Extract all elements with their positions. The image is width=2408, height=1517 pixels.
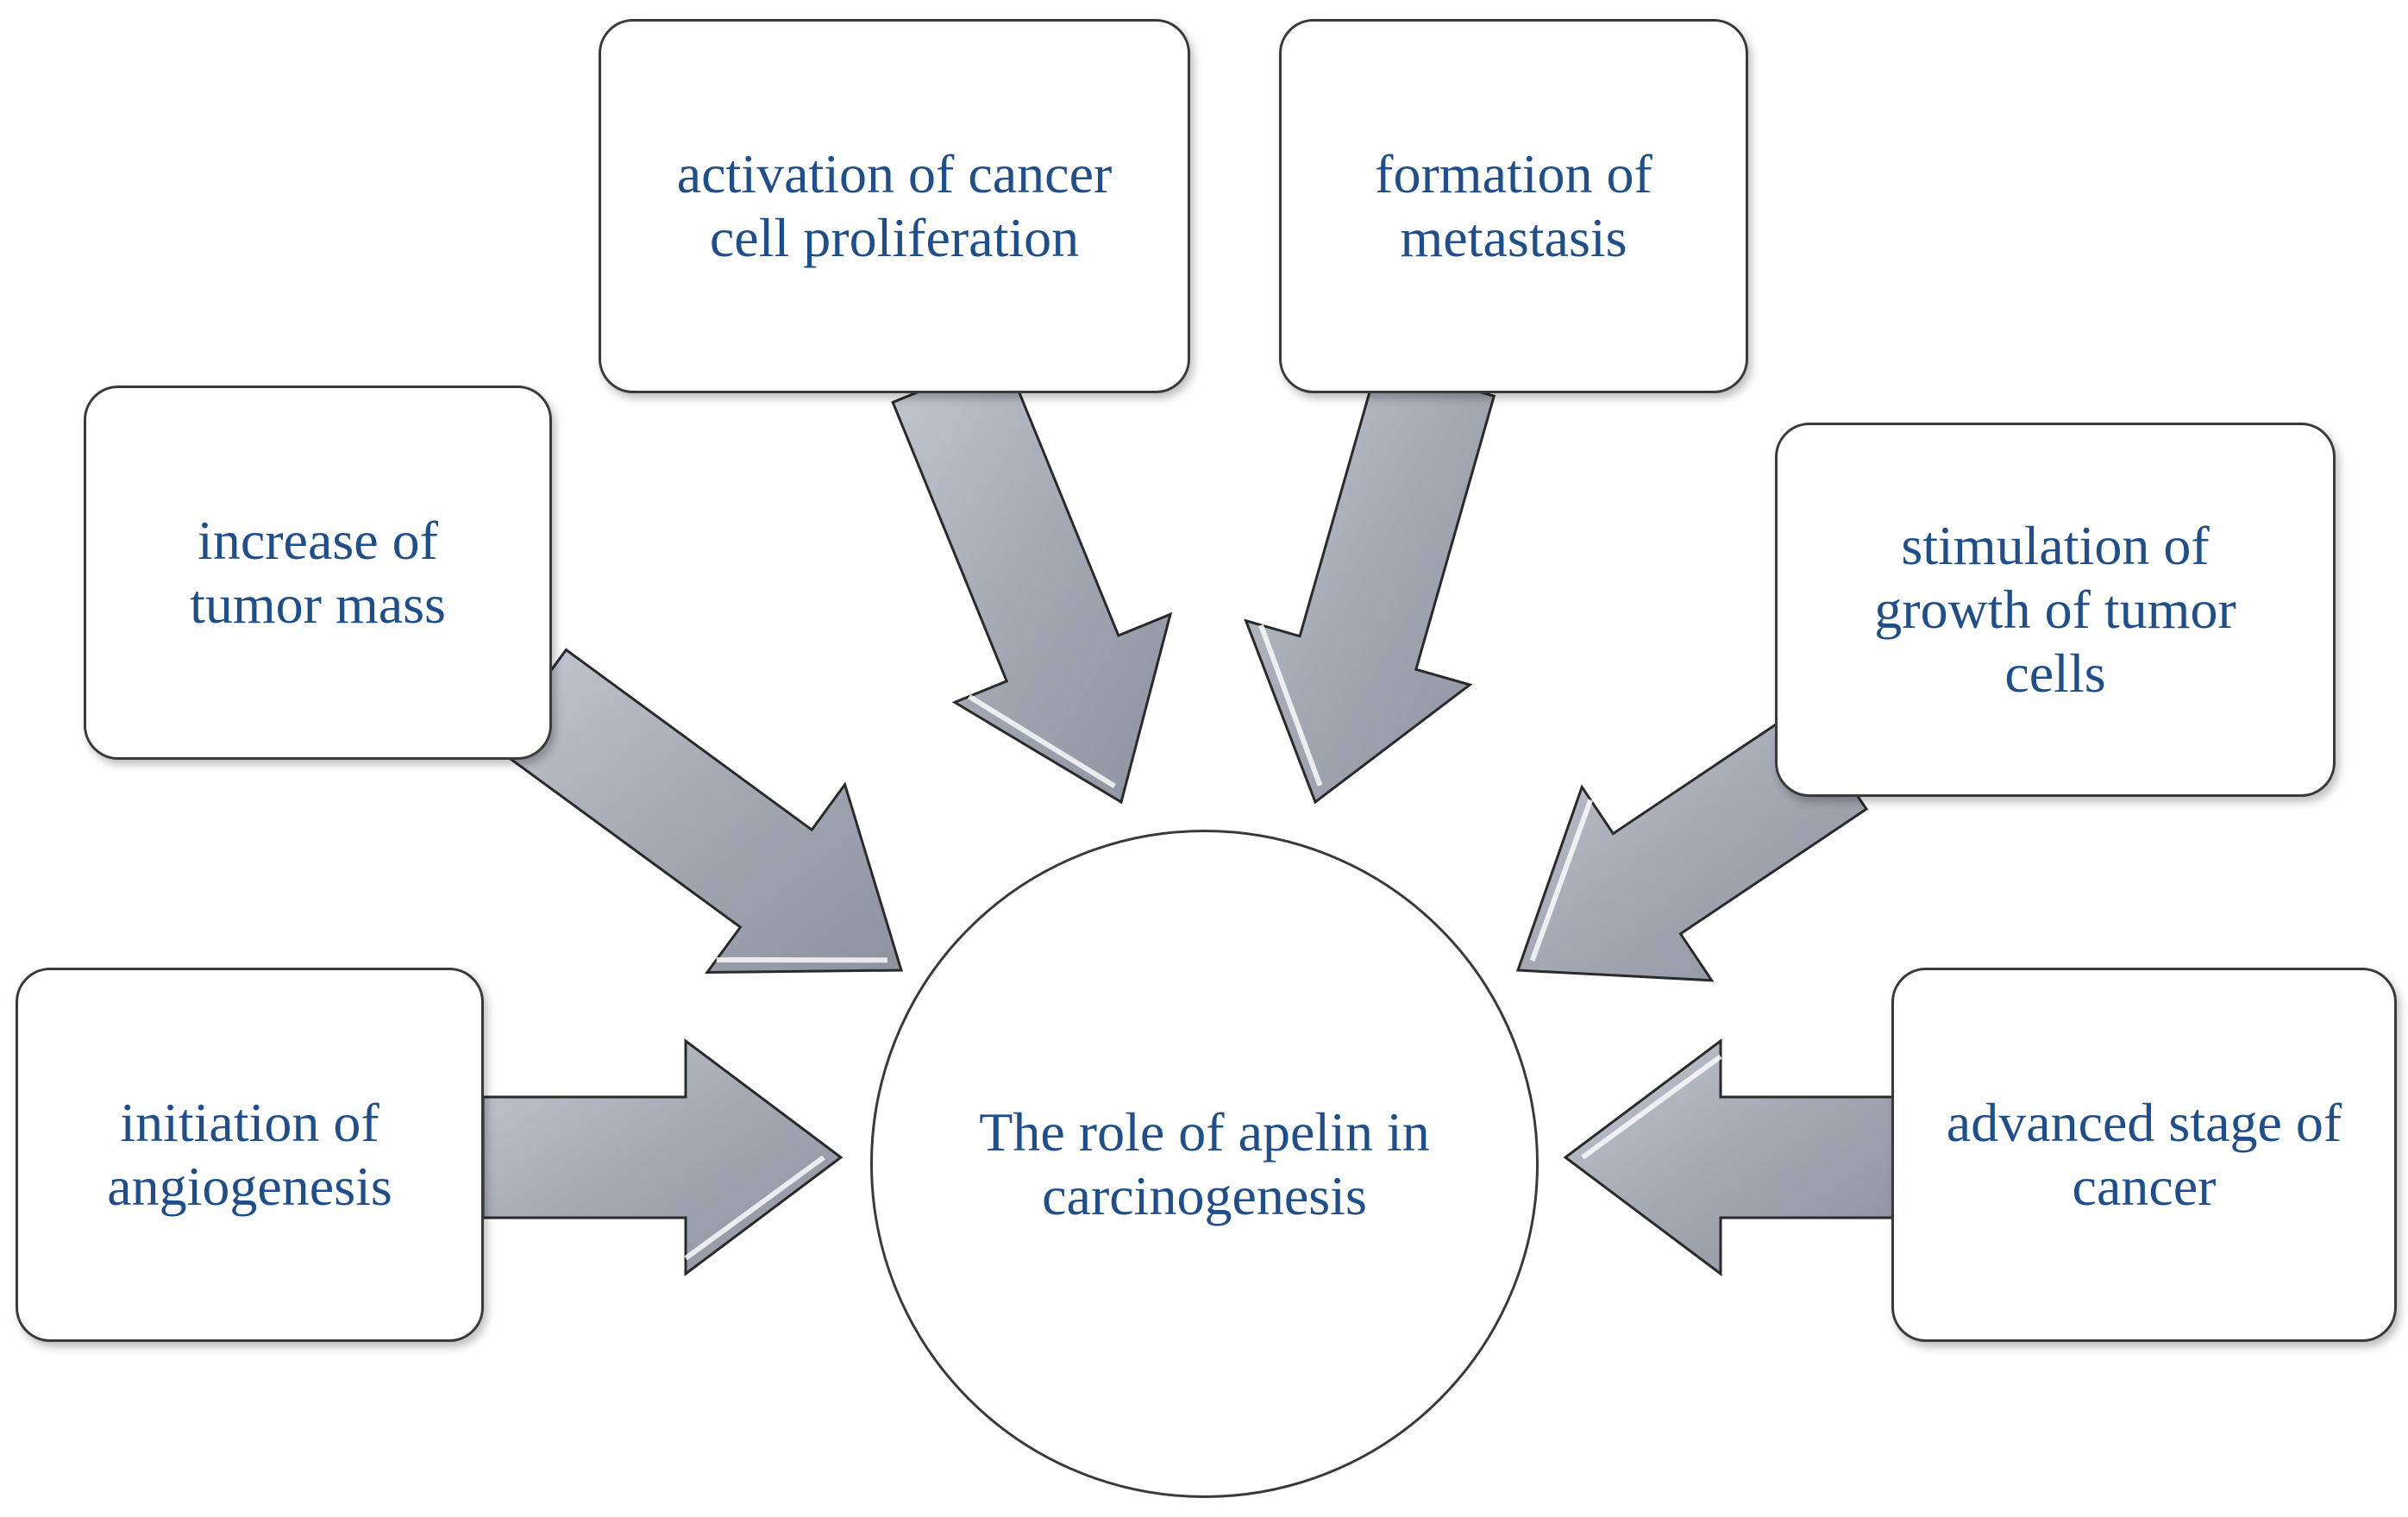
node-growth: stimulation of growth of tumor cells	[1775, 423, 2336, 797]
node-growth-line3: cells	[2004, 643, 2106, 704]
node-growth-line1: stimulation of	[1901, 515, 2210, 576]
node-tumor-mass-line1: increase of	[198, 510, 438, 571]
center-node-line2: in carcinogenesis	[1042, 1100, 1430, 1226]
node-metastasis: formation of metastasis	[1279, 19, 1748, 393]
node-metastasis-line2: metastasis	[1400, 207, 1627, 268]
arrow-from-advanced-stage-highlight	[1581, 1054, 1722, 1160]
node-angiogenesis-line1: initiation of	[120, 1092, 379, 1153]
arrow-from-tumor-mass	[492, 648, 904, 975]
node-angiogenesis: initiation of angiogenesis	[16, 968, 484, 1342]
node-advanced-stage-line2: cancer	[2072, 1156, 2217, 1217]
node-growth-line2: growth of tumor	[1874, 579, 2236, 640]
arrow-from-angiogenesis-highlight	[684, 1155, 825, 1261]
node-proliferation: activation of cancer cell proliferation	[599, 19, 1190, 393]
arrow-from-angiogenesis	[481, 1038, 843, 1276]
arrow-from-proliferation	[891, 354, 1173, 805]
center-node-line1: The role of apelin	[979, 1100, 1373, 1163]
node-angiogenesis-line2: angiogenesis	[107, 1156, 392, 1217]
node-advanced-stage-line1: advanced stage of	[1946, 1092, 2342, 1153]
node-tumor-mass: increase of tumor mass	[84, 386, 552, 760]
node-tumor-mass-line2: tumor mass	[190, 574, 446, 635]
node-proliferation-line2: cell proliferation	[709, 207, 1080, 268]
node-advanced-stage: advanced stage of cancer	[1891, 968, 2397, 1342]
arrow-from-growth-highlight	[1529, 799, 1594, 962]
arrow-from-metastasis-highlight	[1258, 624, 1323, 787]
arrow-from-proliferation-highlight	[968, 694, 1116, 789]
arrow-from-metastasis	[1244, 360, 1496, 805]
center-node: The role of apelin in carcinogenesis	[870, 830, 1539, 1498]
node-proliferation-line1: activation of cancer	[676, 143, 1113, 204]
node-metastasis-line1: formation of	[1375, 143, 1652, 204]
arrow-from-advanced-stage	[1563, 1038, 1895, 1276]
